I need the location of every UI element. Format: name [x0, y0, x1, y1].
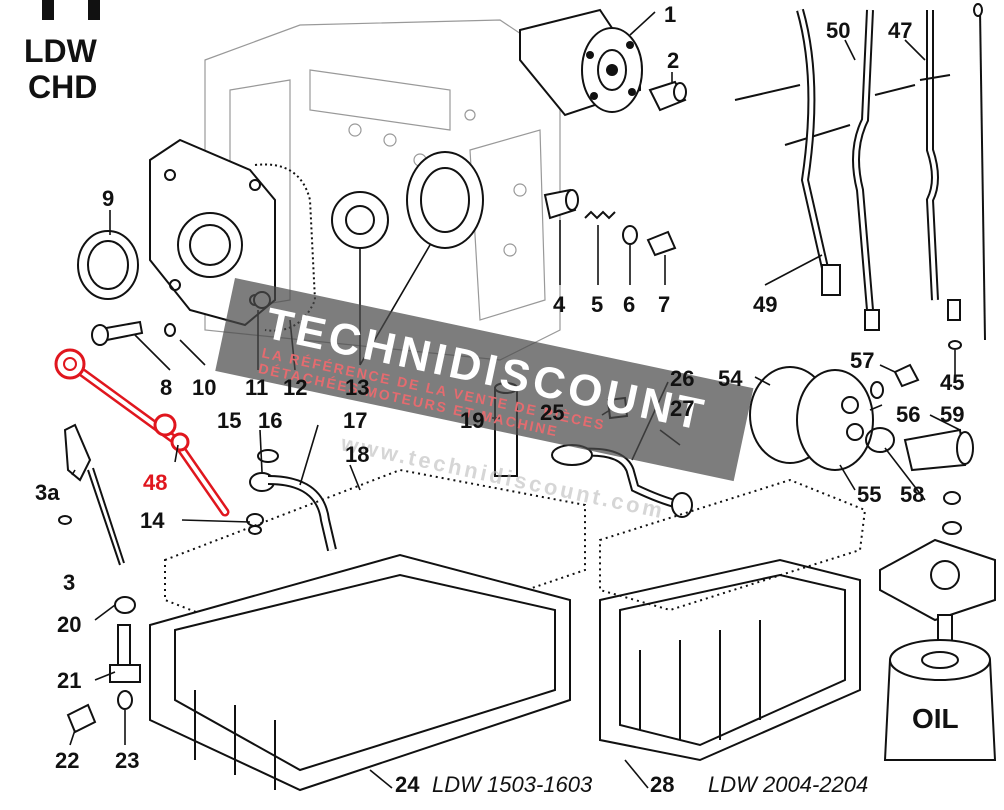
label-50: 50 [826, 18, 850, 43]
part-3-dipstick [58, 423, 125, 566]
label-14: 14 [140, 508, 165, 533]
label-11: 11 [245, 375, 268, 400]
part-23-washer [117, 690, 133, 710]
label-59: 59 [940, 402, 964, 427]
label-23: 23 [115, 748, 139, 773]
label-17: 17 [343, 408, 367, 433]
part-57-plug [893, 363, 920, 388]
label-6: 6 [623, 292, 635, 317]
label-18: 18 [345, 442, 369, 467]
part-17-suction-pipe [267, 475, 337, 552]
part-24-oil-sump [149, 553, 571, 792]
label-12: 12 [283, 375, 307, 400]
part-48-oil-pipe [54, 348, 230, 517]
model-line-2: CHD [28, 69, 97, 105]
part-6-washer [622, 225, 638, 245]
label-45: 45 [940, 370, 964, 395]
part-28-oil-sump [599, 558, 861, 762]
part-8-screw [91, 320, 176, 346]
model-captions: LDW 1503-1603 LDW 2004-2204 [432, 772, 868, 797]
label-57: 57 [850, 348, 874, 373]
label-21: 21 [57, 668, 81, 693]
part-47-dipstick-tube [874, 10, 962, 350]
label-27: 27 [670, 396, 694, 421]
model-header: LDW CHD [24, 0, 100, 105]
part-14-bolt [246, 513, 264, 535]
label-10: 10 [192, 375, 216, 400]
part-16-washer [257, 449, 279, 463]
part-58-washer [865, 427, 895, 453]
label-1: 1 [664, 2, 676, 27]
part-56-washer [870, 381, 884, 399]
part-13-pump-gears [331, 151, 484, 249]
part-49-pipe [796, 8, 841, 296]
caption-sump-28: LDW 2004-2204 [708, 772, 868, 797]
label-9: 9 [102, 186, 114, 211]
label-55: 55 [857, 482, 881, 507]
label-24: 24 [395, 772, 420, 797]
dipstick-rod [973, 3, 986, 341]
part-26-oil-line [551, 444, 693, 518]
label-13: 13 [345, 375, 369, 400]
oil-filter-text: OIL [912, 703, 959, 734]
oil-filter-cartridge: OIL [883, 639, 997, 761]
label-26: 26 [670, 366, 694, 391]
label-25: 25 [540, 400, 564, 425]
part-27-sump-gasket [599, 478, 867, 612]
label-49: 49 [753, 292, 777, 317]
part-7-plug [646, 230, 677, 257]
label-3: 3 [63, 570, 75, 595]
label-56: 56 [896, 402, 920, 427]
part-22-plug [66, 703, 97, 734]
label-7: 7 [658, 292, 670, 317]
part-9-seal-ring [77, 230, 139, 300]
part-2-nipple [648, 80, 687, 112]
label-19: 19 [460, 408, 484, 433]
label-58: 58 [900, 482, 924, 507]
part-1-oil-filter [519, 8, 643, 117]
filter-bracket [879, 491, 996, 644]
model-line-1: LDW [24, 33, 98, 69]
label-15: 15 [217, 408, 241, 433]
label-3a: 3a [35, 480, 60, 505]
part-50-dipstick-tube [734, 9, 880, 331]
label-5: 5 [591, 292, 603, 317]
label-48: 48 [143, 470, 167, 495]
label-22: 22 [55, 748, 79, 773]
label-47: 47 [888, 18, 912, 43]
part-labels: 1 2 3 3a 4 5 6 7 8 9 10 11 12 13 14 15 1… [35, 2, 964, 797]
label-54: 54 [718, 366, 743, 391]
label-20: 20 [57, 612, 81, 637]
label-8: 8 [160, 375, 172, 400]
label-28: 28 [650, 772, 674, 797]
caption-sump-24: LDW 1503-1603 [432, 772, 593, 797]
label-2: 2 [667, 48, 679, 73]
part-5-spring [584, 210, 616, 220]
part-55-filter-head [796, 369, 874, 471]
label-4: 4 [553, 292, 566, 317]
part-4-bushing [543, 188, 579, 220]
watermark-band [215, 278, 754, 482]
part-59-fitting [903, 428, 974, 472]
part-18-sump-gasket [164, 468, 586, 662]
label-16: 16 [258, 408, 282, 433]
part-21-bolt [109, 624, 141, 683]
part-20-nut [114, 596, 136, 614]
